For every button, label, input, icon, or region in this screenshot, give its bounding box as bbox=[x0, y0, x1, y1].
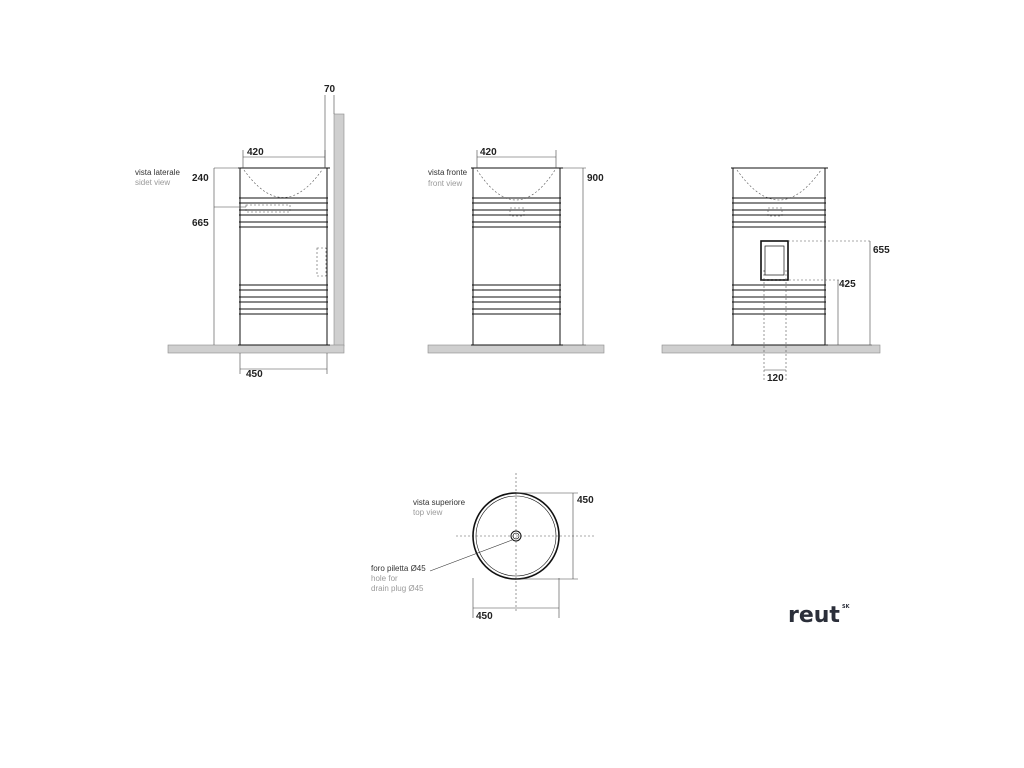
drain-hole-label-it: foro piletta Ø45 bbox=[371, 564, 426, 573]
front-view-label-en: front view bbox=[428, 179, 462, 188]
top-view-label-it: vista superiore bbox=[413, 498, 466, 507]
back-view-body bbox=[731, 167, 828, 346]
front-height-dim: 900 bbox=[587, 173, 604, 184]
top-view-inner-rim bbox=[475, 495, 557, 577]
top-width-dim: 450 bbox=[476, 611, 493, 622]
top-view: 450 450 vista superiore top view foro pi… bbox=[371, 473, 594, 622]
side-view-label-it: vista laterale bbox=[135, 168, 180, 177]
back-view: 655 425 120 bbox=[661, 167, 890, 384]
brand-logo-text: reut bbox=[788, 603, 840, 628]
side-view-floor bbox=[167, 344, 345, 354]
drain-hole-label-en-2: drain plug Ø45 bbox=[371, 584, 424, 593]
front-view-floor bbox=[427, 344, 605, 354]
side-view: 70 420 240 665 450 vista laterale sidet … bbox=[135, 84, 345, 380]
front-view: 420 900 vista fronte front view bbox=[427, 147, 605, 354]
back-hatch-bottom-dim: 425 bbox=[839, 279, 856, 290]
side-basin-depth-dim: 240 bbox=[192, 173, 209, 184]
back-hatch-top-dim: 655 bbox=[873, 245, 890, 256]
front-view-label-it: vista fronte bbox=[428, 168, 468, 177]
top-view-label-en: top view bbox=[413, 508, 443, 517]
drain-hole-label-en-1: hole for bbox=[371, 574, 398, 583]
drain-hole bbox=[510, 530, 522, 542]
side-view-label-en: sidet view bbox=[135, 178, 170, 187]
brand-logo: reut SK bbox=[788, 603, 851, 628]
back-hatch-offset-dim: 120 bbox=[767, 373, 784, 384]
brand-logo-sup: SK bbox=[842, 604, 851, 610]
front-view-body bbox=[471, 167, 563, 346]
side-wall-dim: 70 bbox=[324, 84, 336, 95]
top-depth-dim: 450 bbox=[577, 495, 594, 506]
back-view-floor bbox=[661, 344, 881, 354]
side-drain-height-dim: 665 bbox=[192, 218, 209, 229]
side-base-width-dim: 450 bbox=[246, 369, 263, 380]
front-basin-width-dim: 420 bbox=[480, 147, 497, 158]
side-view-body bbox=[238, 167, 330, 346]
side-basin-width-dim: 420 bbox=[247, 147, 264, 158]
side-view-wall bbox=[333, 113, 345, 347]
